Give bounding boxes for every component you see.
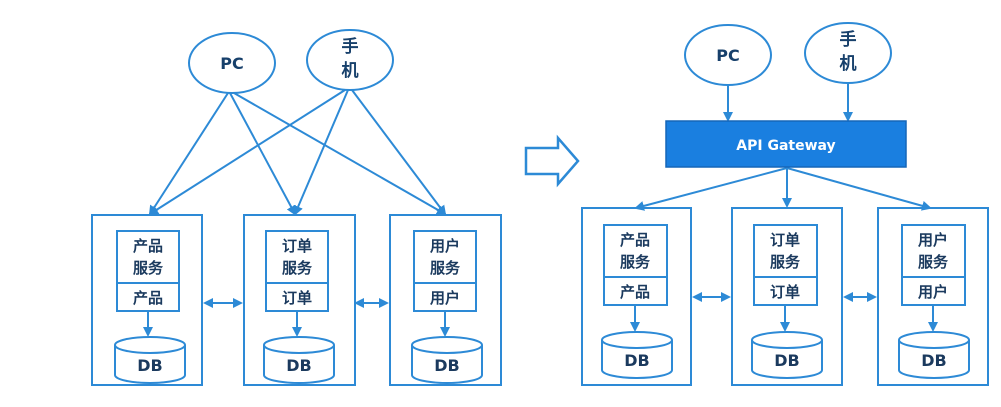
right-service-box-product [581, 207, 692, 386]
left-mobile-client [306, 29, 394, 91]
left-service-name-user-2: 服务 [430, 259, 461, 277]
right-diagram [581, 22, 989, 386]
left-pc-label: PC [220, 54, 243, 73]
right-pc-label: PC [716, 46, 739, 65]
left-db-label-order: DB [286, 356, 311, 375]
left-module-user: 用户 [430, 289, 460, 307]
left-arrow-mobile-product [148, 89, 346, 216]
left-service-name-user-1: 用户 [430, 237, 460, 255]
left-pc-client [188, 32, 276, 94]
left-db-label-user: DB [434, 356, 459, 375]
left-service-box-user [389, 214, 502, 386]
right-db-user [898, 331, 970, 379]
left-service-box-product [91, 214, 203, 386]
left-arrow-mobile-user [351, 89, 447, 216]
transition-arrow-icon [524, 134, 580, 188]
right-db-product [601, 331, 673, 379]
left-service-name-product-2: 服务 [133, 259, 164, 277]
right-db-label-order: DB [774, 351, 799, 370]
left-arrow-pc-product [148, 92, 229, 216]
right-arrow-gateway-user [786, 167, 932, 211]
left-mobile-label-1: 手 [342, 36, 359, 57]
right-service-box-user [877, 207, 989, 386]
left-service-name-order-2: 服务 [282, 259, 313, 277]
right-service-box-order [731, 207, 843, 386]
right-mobile-label-1: 手 [840, 29, 857, 50]
right-db-label-user: DB [921, 351, 946, 370]
left-db-product [114, 336, 186, 384]
left-db-order [263, 336, 335, 384]
left-arrow-pc-order [229, 92, 296, 216]
left-arrow-mobile-order [293, 89, 349, 216]
right-db-order [751, 331, 823, 379]
left-arrow-pc-user [233, 92, 447, 215]
left-db-user [411, 336, 483, 384]
right-service-name-user-2: 服务 [918, 253, 949, 271]
api-gateway-box [665, 120, 907, 168]
left-service-name-product-1: 产品 [133, 237, 163, 255]
left-service-name-order-1: 订单 [282, 237, 312, 255]
right-service-name-order-2: 服务 [770, 253, 801, 271]
right-module-product: 产品 [620, 283, 650, 301]
left-module-product: 产品 [133, 289, 163, 307]
api-gateway-label: API Gateway [736, 138, 835, 154]
right-service-name-user-1: 用户 [918, 231, 948, 249]
right-service-name-product-1: 产品 [620, 231, 650, 249]
right-mobile-label-2: 机 [840, 53, 857, 74]
left-mobile-label-2: 机 [342, 60, 359, 81]
left-db-label-product: DB [137, 356, 162, 375]
left-diagram [91, 29, 502, 386]
right-module-user: 用户 [918, 283, 948, 301]
right-service-name-product-2: 服务 [620, 253, 651, 271]
right-service-name-order-1: 订单 [770, 231, 800, 249]
right-module-order: 订单 [770, 283, 800, 301]
right-db-label-product: DB [624, 351, 649, 370]
left-module-order: 订单 [282, 289, 312, 307]
right-arrow-gateway-product [634, 167, 788, 211]
